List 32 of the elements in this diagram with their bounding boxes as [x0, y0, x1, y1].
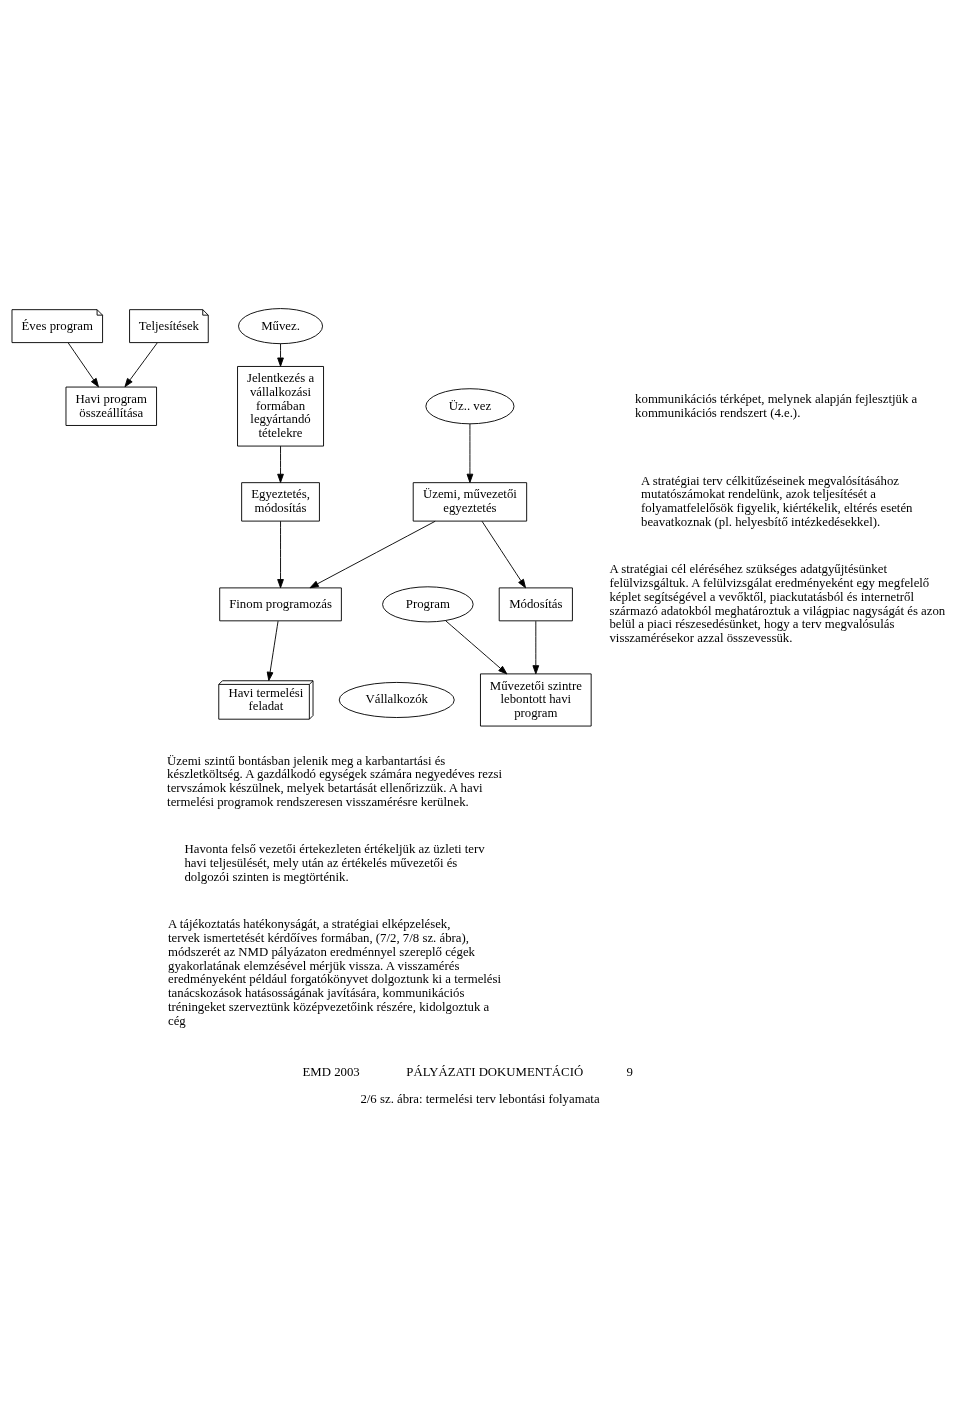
node-ellipse: Művez.: [238, 307, 323, 344]
node-box: Finom programozás: [219, 586, 342, 621]
arrow: [444, 619, 508, 674]
node-box: Havi program összeállítása: [65, 386, 157, 426]
arrow: [277, 342, 284, 367]
arrow: [266, 620, 279, 681]
arrow: [277, 520, 284, 588]
label: kommunikációs térképet, melynek alapján fejlesztjük a kommunikációs rendszert (4.e.).: [635, 391, 918, 420]
arrow: [309, 520, 436, 588]
caption: 2/6 sz. ábra: termelési terv lebontási folyamata: [360, 1091, 600, 1106]
label: A tájékoztatás hatékonyságát, a stratégiai elképzelések, tervek ismertetését kérdőíves formában, (7/2, 7/8 sz. ábra), módszerét az NMD pályázaton eredménnyel szereplő cégek gyakorlatának elemzésével mérjük vissza. A visszamérés eredményeként például forgatókönyvet dolgoztunk ki a termelési tanácskozások hatásosságának javítására, kommunikációs tréningeket szerveztünk középvezetőink részére, kidolgoztuk a cég: [167, 916, 502, 1028]
node-ellipse: Vállalkozók: [338, 681, 455, 718]
label: 9: [626, 1064, 633, 1079]
label: EMD 2003: [302, 1064, 360, 1079]
node-ellipse: Üz.. vez: [425, 387, 515, 424]
node-ellipse: Program: [382, 585, 474, 622]
arrow: [277, 445, 284, 483]
node-box: Művezetői szintre lebontott havi program: [480, 672, 592, 726]
node-box: Módosítás: [498, 586, 573, 621]
node-box: Egyeztetés, módosítás: [241, 481, 320, 522]
label: A stratégiai terv célkitűzéseinek megvalósításához mutatószámokat rendelünk, azok teljesítését a folyamatfelelősök figyelik, kiértékelik, eltérés esetén beavatkoznak (pl. helyesbítő intézkedésekkel).: [641, 473, 913, 529]
arrow: [124, 341, 158, 387]
label: Havonta felső vezetői értekezleten értékeljük az üzleti terv havi teljesülését, mely után az értékelés művezetői és dolgozói szinten is megtörténik.: [184, 841, 485, 884]
arrow: [481, 520, 526, 588]
label: Üzemi szintű bontásban jelenik meg a karbantartási és készletköltség. A gazdálkodó egységek számára negyedéves rezsi tervszámok készülnek, melyek betartását ellenőrizzük. A havi termelési programok rendszeresen visszamérésre kerülnek.: [167, 753, 503, 809]
arrow: [532, 620, 540, 674]
arrow: [466, 423, 474, 483]
arrow: [67, 341, 99, 387]
label: PÁLYÁZATI DOKUMENTÁCIÓ: [406, 1064, 584, 1079]
label: A stratégiai cél eléréséhez szükséges adatgyűjtésünket felülvizsgáltuk. A felülvizsgálat eredményeként egy megfelelő képlet segítségével a vevőktől, piackutatásból és internetről származó adatokból meghatároztuk a világpiac nagyságát és azon belül a piaci részesedésünket, hogy a terv megvalósulás visszamérésekor azzal összevessük.: [609, 561, 946, 645]
node-box: Jelentkezés a vállalkozási formában legyártandó tételekre: [237, 365, 324, 447]
node-box: Üzemi, művezetői egyeztetés: [412, 481, 528, 522]
